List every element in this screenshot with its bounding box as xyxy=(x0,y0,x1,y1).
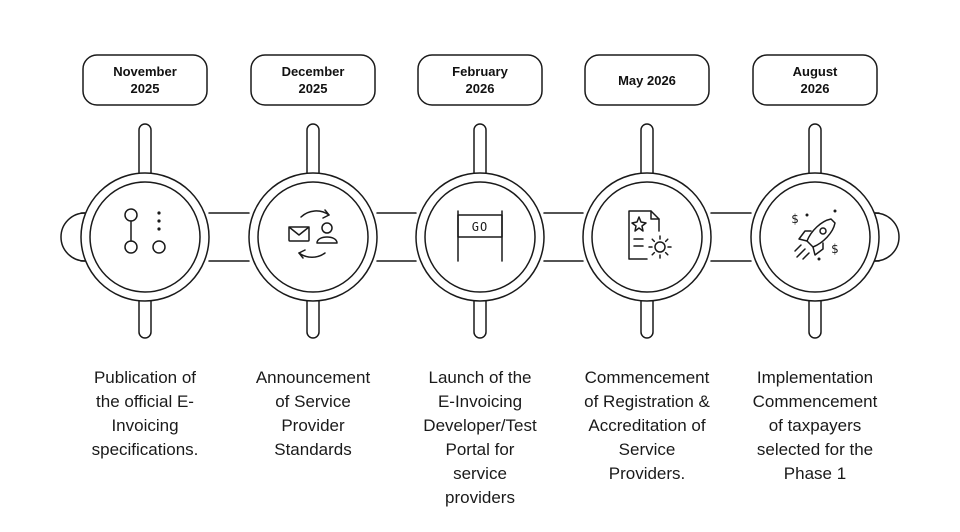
date-text: December xyxy=(282,64,345,79)
track-bar xyxy=(874,212,880,262)
outer-ring xyxy=(582,172,712,302)
track-bar xyxy=(80,212,86,262)
date-pill: December 2025 xyxy=(250,54,376,106)
svg-text:$: $ xyxy=(791,212,799,226)
go-sign-icon: GO xyxy=(457,210,503,262)
date-text: 2025 xyxy=(299,81,328,96)
date-text: May 2026 xyxy=(618,73,676,88)
date-text: November xyxy=(113,64,177,79)
outer-ring xyxy=(750,172,880,302)
date-text: 2026 xyxy=(466,81,495,96)
milestone-description: Commencement of Registration & Accredita… xyxy=(584,368,710,483)
inner-ring xyxy=(759,181,871,293)
milestone-description: Publication of the official E- Invoicing… xyxy=(91,368,199,459)
date-text: 2026 xyxy=(801,81,830,96)
date-pill: May 2026 xyxy=(584,54,710,106)
date-text: 2025 xyxy=(131,81,160,96)
track-bar xyxy=(376,212,417,262)
track-right-cap xyxy=(874,212,900,262)
milestone-node: December 2025 xyxy=(248,54,378,339)
track-left-cap xyxy=(60,212,86,262)
bottom-stem xyxy=(640,299,654,339)
top-stem xyxy=(640,123,654,175)
rocket-launch-icon: $$ xyxy=(791,209,839,261)
bottom-stem xyxy=(306,299,320,339)
track-bar xyxy=(208,212,250,262)
date-pill: November 2025 xyxy=(82,54,208,106)
milestone-node: May 2026 xyxy=(582,54,712,339)
bottom-stem xyxy=(808,299,822,339)
track-bar xyxy=(543,212,584,262)
date-text: August xyxy=(793,64,838,79)
date-text: February xyxy=(452,64,508,79)
inner-ring xyxy=(89,181,201,293)
svg-text:GO: GO xyxy=(472,220,488,234)
milestone-description: Launch of the E-Invoicing Developer/Test… xyxy=(423,368,537,507)
milestone-description: Implementation Commencement of taxpayers… xyxy=(752,368,878,483)
bottom-stem xyxy=(138,299,152,339)
svg-text:$: $ xyxy=(831,242,839,256)
bottom-stem xyxy=(473,299,487,339)
outer-ring xyxy=(80,172,210,302)
date-pill: February 2026 xyxy=(417,54,543,106)
top-stem xyxy=(473,123,487,175)
timeline-track xyxy=(60,212,900,262)
inner-ring xyxy=(257,181,369,293)
inner-ring xyxy=(424,181,536,293)
mail-user-exchange-icon xyxy=(288,209,338,259)
flowchart-icon xyxy=(124,208,166,254)
document-gear-icon xyxy=(628,210,672,260)
outer-ring xyxy=(248,172,378,302)
top-stem xyxy=(306,123,320,175)
inner-ring xyxy=(591,181,703,293)
top-stem xyxy=(808,123,822,175)
top-stem xyxy=(138,123,152,175)
milestone-description: Announcement of Service Provider Standar… xyxy=(255,368,371,459)
date-pill: August 2026 xyxy=(752,54,878,106)
track-bar xyxy=(710,212,752,262)
milestone-node: November 2025 xyxy=(80,54,210,339)
